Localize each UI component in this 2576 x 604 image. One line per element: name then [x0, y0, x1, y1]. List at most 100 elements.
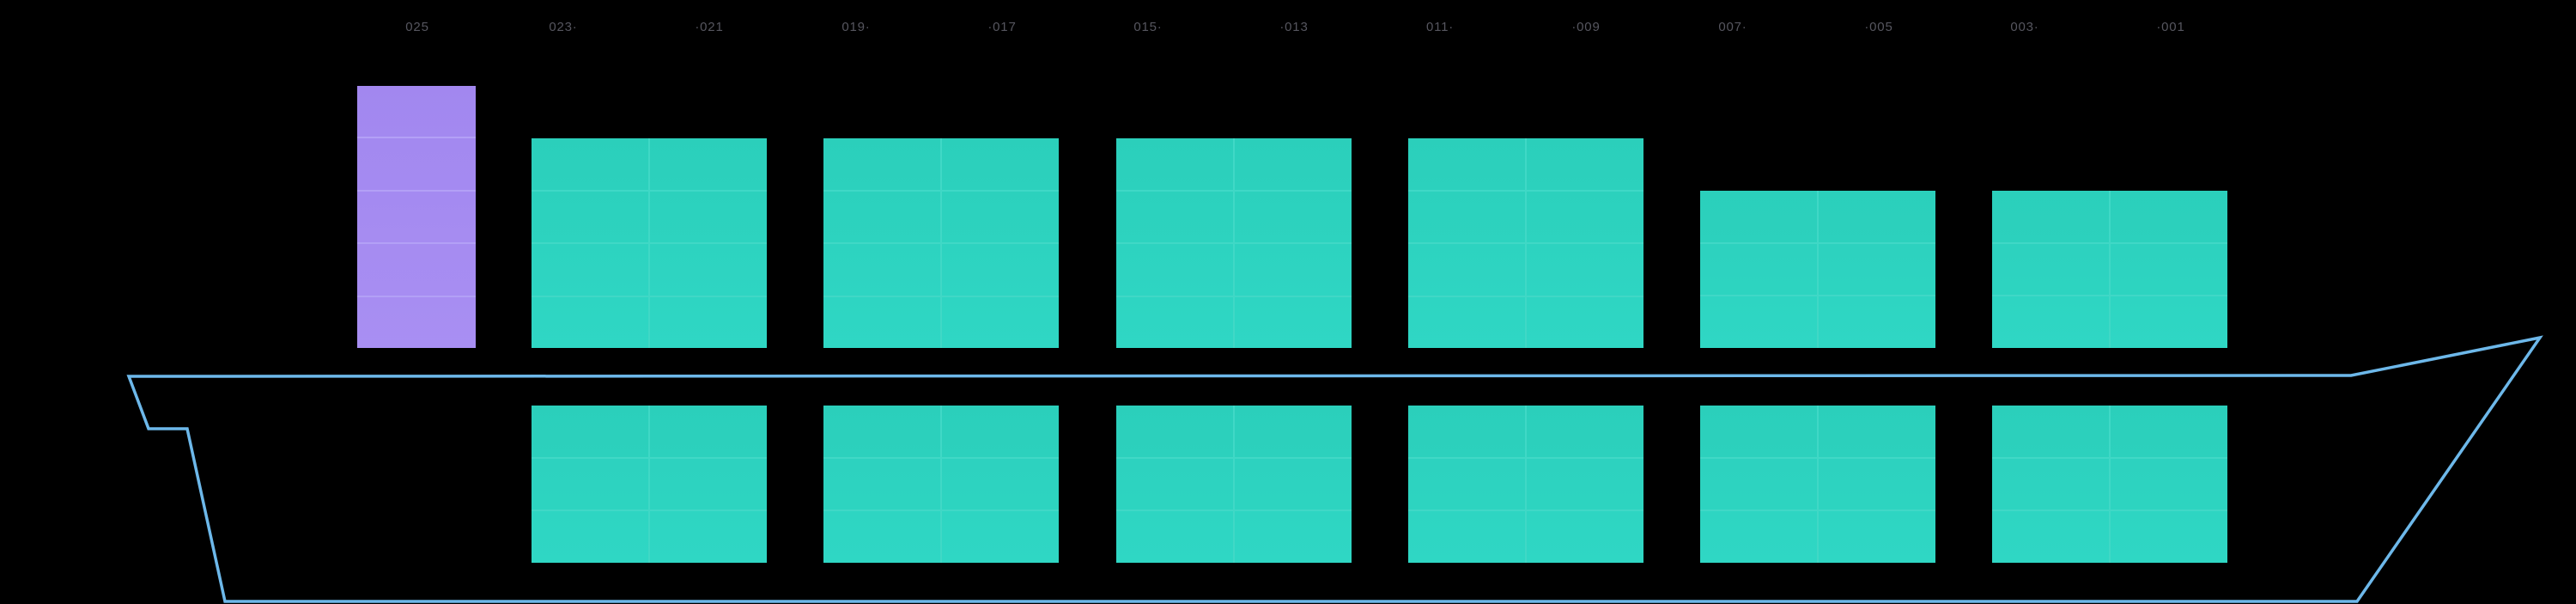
bay-cell[interactable]	[1700, 191, 1817, 242]
bay-stack-023-021[interactable]	[532, 138, 767, 348]
bay-stack-007-005[interactable]	[1700, 191, 1935, 348]
bay-cell[interactable]	[532, 191, 648, 242]
bay-cell[interactable]	[1700, 406, 1817, 457]
bay-cell[interactable]	[532, 296, 648, 348]
bay-cell[interactable]	[357, 296, 476, 348]
bay-cell[interactable]	[1408, 406, 1525, 457]
bay-cell[interactable]	[1819, 511, 1935, 563]
bay-cell[interactable]	[1992, 243, 2109, 296]
bay-stack-015-013[interactable]	[1116, 138, 1352, 348]
bay-cell[interactable]	[532, 406, 648, 457]
bay-cell[interactable]	[1408, 244, 1525, 296]
bay-cell[interactable]	[1235, 511, 1352, 563]
bay-cell[interactable]	[1408, 458, 1525, 510]
bay-stack-019-017[interactable]	[823, 138, 1059, 348]
bay-cell[interactable]	[2111, 296, 2227, 348]
bay-cell[interactable]	[1700, 458, 1817, 510]
bay-cell[interactable]	[1819, 191, 1935, 242]
bay-cell[interactable]	[1819, 406, 1935, 457]
bay-cell[interactable]	[1527, 244, 1643, 296]
bay-cell[interactable]	[823, 244, 940, 296]
bay-cell[interactable]	[823, 406, 940, 457]
bay-cell[interactable]	[1527, 511, 1643, 563]
bay-cell[interactable]	[1235, 406, 1352, 457]
bay-cell[interactable]	[1408, 511, 1525, 563]
bay-cell[interactable]	[1527, 138, 1643, 190]
bay-cell[interactable]	[650, 244, 767, 296]
bay-cell[interactable]	[942, 458, 1059, 510]
bay-stack-011-009[interactable]	[1408, 138, 1643, 348]
bay-cell[interactable]	[650, 406, 767, 457]
bay-cell[interactable]	[1700, 511, 1817, 563]
hold-stack-011-009[interactable]	[1408, 406, 1643, 563]
bay-cell[interactable]	[1527, 296, 1643, 348]
bay-cell[interactable]	[942, 406, 1059, 457]
hold-stack-023-021[interactable]	[532, 406, 767, 563]
bay-cell[interactable]	[1235, 296, 1352, 348]
bay-cell[interactable]	[650, 191, 767, 242]
bay-cell[interactable]	[2111, 191, 2227, 242]
bay-cell[interactable]	[1819, 243, 1935, 296]
bay-cell[interactable]	[942, 296, 1059, 348]
bay-cell[interactable]	[1992, 191, 2109, 242]
bay-cell[interactable]	[2111, 511, 2227, 563]
bay-cell[interactable]	[532, 511, 648, 563]
bay-cell[interactable]	[357, 138, 476, 190]
bay-cell[interactable]	[1116, 458, 1233, 510]
bay-cell[interactable]	[942, 511, 1059, 563]
bay-cell[interactable]	[1235, 244, 1352, 296]
bay-cell[interactable]	[2111, 406, 2227, 457]
bay-cell[interactable]	[1116, 138, 1233, 190]
bay-stack-003-001[interactable]	[1992, 191, 2227, 348]
bay-cell[interactable]	[357, 244, 476, 296]
bay-cell[interactable]	[942, 244, 1059, 296]
bay-cell[interactable]	[942, 138, 1059, 190]
bay-cell[interactable]	[1700, 296, 1817, 348]
bay-cell[interactable]	[1992, 296, 2109, 348]
bay-cell[interactable]	[823, 138, 940, 190]
bay-cell[interactable]	[357, 86, 476, 137]
bay-cell[interactable]	[1992, 458, 2109, 510]
bay-cell[interactable]	[1116, 406, 1233, 457]
bay-cell[interactable]	[1819, 296, 1935, 348]
bay-cell[interactable]	[1819, 458, 1935, 510]
bay-stack-025[interactable]	[357, 86, 476, 348]
bay-cell[interactable]	[2111, 458, 2227, 510]
bay-cell[interactable]	[823, 191, 940, 242]
bay-cell[interactable]	[1116, 511, 1233, 563]
bay-cell[interactable]	[1992, 511, 2109, 563]
bay-cell[interactable]	[1527, 191, 1643, 242]
hold-stack-007-005[interactable]	[1700, 406, 1935, 563]
bay-cell[interactable]	[823, 296, 940, 348]
bay-cell[interactable]	[1527, 458, 1643, 510]
bay-cell[interactable]	[1408, 191, 1525, 242]
bay-cell[interactable]	[357, 191, 476, 243]
bay-cell[interactable]	[942, 191, 1059, 242]
bay-cell[interactable]	[823, 511, 940, 563]
bay-cell[interactable]	[532, 458, 648, 510]
bay-cell[interactable]	[1235, 191, 1352, 242]
bay-cell[interactable]	[1116, 296, 1233, 348]
bay-cell[interactable]	[650, 511, 767, 563]
bay-cell[interactable]	[650, 138, 767, 190]
bay-cell[interactable]	[1992, 406, 2109, 457]
hold-stack-015-013[interactable]	[1116, 406, 1352, 563]
bay-cell[interactable]	[532, 244, 648, 296]
hold-stack-003-001[interactable]	[1992, 406, 2227, 563]
bay-label-003: 003·	[2010, 20, 2039, 34]
bay-cell[interactable]	[1235, 458, 1352, 510]
bay-cell[interactable]	[1527, 406, 1643, 457]
bay-cell[interactable]	[650, 296, 767, 348]
bay-cell[interactable]	[1408, 138, 1525, 190]
bay-cell[interactable]	[1235, 138, 1352, 190]
hold-stack-019-017[interactable]	[823, 406, 1059, 563]
bay-cell[interactable]	[532, 138, 648, 190]
bay-cell[interactable]	[650, 458, 767, 510]
bay-cell[interactable]	[1408, 296, 1525, 348]
bay-cell[interactable]	[2111, 243, 2227, 296]
bay-cell[interactable]	[1700, 243, 1817, 296]
bay-cell[interactable]	[1116, 244, 1233, 296]
bay-cell[interactable]	[1116, 191, 1233, 242]
bay-cell[interactable]	[823, 458, 940, 510]
